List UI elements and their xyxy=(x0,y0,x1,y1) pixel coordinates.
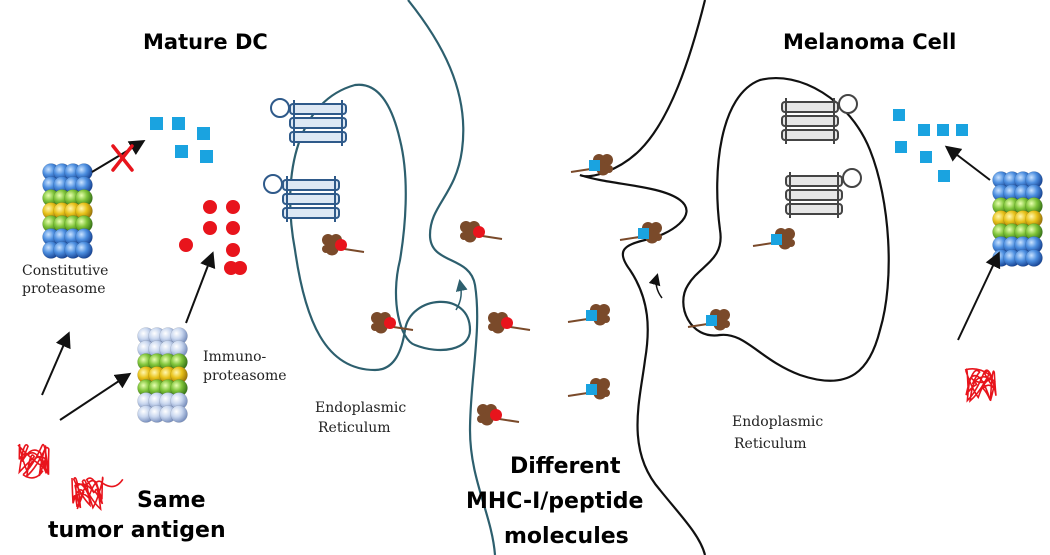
tumor-antigen-coil-1 xyxy=(17,443,50,479)
mhc-blue-melanoma-surface-4 xyxy=(567,378,610,400)
mhc-red-dc-er-2 xyxy=(371,312,414,334)
immunoproteasome xyxy=(137,327,188,423)
dc-vesicle-arrow xyxy=(455,279,468,311)
mature-dc-title: Mature DC xyxy=(143,30,268,54)
melanoma-proteasome xyxy=(992,171,1043,267)
different-mhc-line2: MHC-I/peptide xyxy=(466,489,644,514)
tap-transporter-dc-1 xyxy=(270,98,347,146)
blue-peptides-melanoma xyxy=(893,109,968,182)
red-peptides xyxy=(179,200,247,275)
tumor-antigen-coil-3 xyxy=(964,368,997,403)
mhc-blue-melanoma-er-2 xyxy=(687,309,730,331)
melanoma-er-label-line2: Reticulum xyxy=(734,436,807,452)
inhibition-x-icon xyxy=(111,144,134,172)
melanoma-endoplasmic-reticulum xyxy=(682,77,890,382)
constitutive-proteasome-label-line1: Constitutive xyxy=(22,263,109,279)
melanoma-cell-title: Melanoma Cell xyxy=(783,30,957,54)
tap-transporter-dc-2 xyxy=(263,174,340,222)
mhc-red-dc-surface-3 xyxy=(477,404,520,426)
tap-transporter-melanoma-1 xyxy=(781,94,858,144)
dc-plasma-membrane xyxy=(407,0,497,555)
mhc-blue-melanoma-surface-2 xyxy=(619,222,662,244)
blue-peptides-dc xyxy=(150,117,213,163)
mhc-red-dc-surface-2 xyxy=(488,312,531,334)
constitutive-proteasome-label-line2: proteasome xyxy=(22,281,106,297)
mhc-blue-melanoma-surface-1 xyxy=(570,154,613,176)
mhc-blue-melanoma-surface-3 xyxy=(567,304,610,326)
different-mhc-line3: molecules xyxy=(504,524,629,549)
mhc-molecules xyxy=(322,154,795,426)
tap-transporter-melanoma-2 xyxy=(785,168,862,218)
dc-endoplasmic-reticulum xyxy=(289,83,472,372)
mhc-blue-melanoma-er-1 xyxy=(752,228,795,250)
different-mhc-line1: Different xyxy=(510,454,621,479)
same-tumor-antigen-line2: tumor antigen xyxy=(48,518,226,543)
constitutive-proteasome xyxy=(42,163,93,259)
melanoma-er-label-line1: Endoplasmic xyxy=(732,414,824,430)
immunoproteasome-label-line2: proteasome xyxy=(203,368,287,384)
dc-er-label-line1: Endoplasmic xyxy=(315,400,407,416)
tumor-antigen-coil-2 xyxy=(71,476,124,511)
melanoma-vesicle-arrow xyxy=(648,273,663,299)
mhc-red-dc-surface-1 xyxy=(460,221,503,243)
dc-er-label-line2: Reticulum xyxy=(318,420,391,436)
same-tumor-antigen-line1: Same xyxy=(137,488,206,513)
process-arrows xyxy=(41,139,1001,421)
immunoproteasome-label-line1: Immuno- xyxy=(203,349,267,365)
mhc-red-dc-er-1 xyxy=(322,234,365,256)
